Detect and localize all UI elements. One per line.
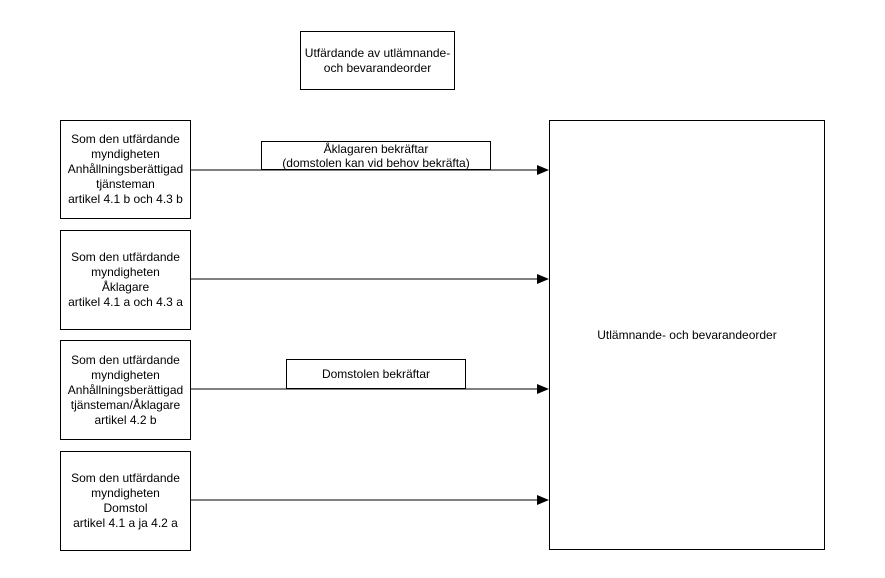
arrow-source2-to-target <box>190 274 549 284</box>
edge-label-aklagaren-bekraftar: Åklagaren bekräftar (domstolen kan vid b… <box>261 141 491 170</box>
arrowhead-icon <box>537 384 549 394</box>
arrow-shaft <box>190 499 539 501</box>
edge-label-domstolen-bekraftar: Domstolen bekräftar <box>286 359 466 389</box>
arrowhead-icon <box>537 274 549 284</box>
title-box: Utfärdande av utlämnande- och bevarandeo… <box>300 31 455 90</box>
arrow-shaft <box>190 169 539 171</box>
target-box-utlamnande-och-bevarandeorder: Utlämnande- och bevarandeorder <box>549 120 825 550</box>
arrow-source4-to-target <box>190 495 549 505</box>
source-box-anhallningsberattigad-tjansteman: Som den utfärdande myndigheten Anhållnin… <box>60 120 191 219</box>
arrowhead-icon <box>537 495 549 505</box>
arrow-shaft <box>190 388 539 390</box>
arrowhead-icon <box>537 165 549 175</box>
arrow-shaft <box>190 278 539 280</box>
source-box-aklagare: Som den utfärdande myndigheten Åklagare … <box>60 230 191 330</box>
arrow-source3-to-target <box>190 384 549 394</box>
source-box-domstol: Som den utfärdande myndigheten Domstol a… <box>60 451 191 551</box>
source-box-tjansteman-aklagare: Som den utfärdande myndigheten Anhållnin… <box>60 340 191 440</box>
arrow-source1-to-target <box>190 165 549 175</box>
